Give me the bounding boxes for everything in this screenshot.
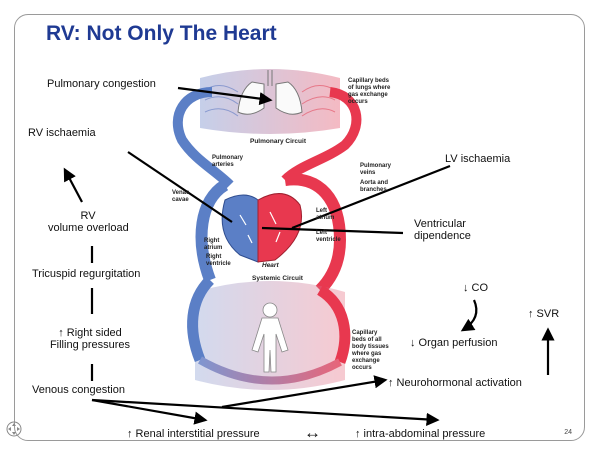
tricuspid-regurgitation-label: Tricuspid regurgitation xyxy=(32,268,140,280)
right-filling-label: ↑ Right sided Filling pressures xyxy=(40,327,140,351)
arrow-rv-volume-up xyxy=(65,170,82,202)
organ-perfusion-label: ↓ Organ perfusion xyxy=(410,337,497,349)
pulmonary-congestion-label: Pulmonary congestion xyxy=(47,78,156,90)
slide-nav-icon[interactable] xyxy=(6,421,22,437)
neurohormonal-label: ↑ Neurohormonal activation xyxy=(388,377,522,389)
heart-icon xyxy=(222,194,301,262)
lv-ischaemia-label: LV ischaemia xyxy=(445,153,510,165)
lung-capillary-bed xyxy=(200,69,340,134)
svr-label: ↑ SVR xyxy=(528,308,559,320)
rv-volume-overload-label: RV volume overload xyxy=(48,210,128,234)
intra-abdominal-label: ↑ intra-abdominal pressure xyxy=(355,428,485,440)
arrow-co-perfusion xyxy=(463,300,476,330)
ventricular-dipendence-label: Ventricular dipendence xyxy=(414,218,471,242)
renal-interstitial-label: ↑ Renal interstitial pressure xyxy=(127,428,260,440)
label-pulmonary-circuit: Pulmonary Circuit xyxy=(250,138,306,145)
label-systemic-circuit: Systemic Circuit xyxy=(252,275,303,282)
page-number: 24 xyxy=(564,429,572,436)
venous-congestion-label: Venous congestion xyxy=(32,384,125,396)
co-label: ↓ CO xyxy=(463,282,488,294)
rv-ischaemia-label: RV ischaemia xyxy=(28,127,96,139)
label-heart: Heart xyxy=(262,262,279,269)
double-arrow-icon: ↔ xyxy=(304,423,321,443)
